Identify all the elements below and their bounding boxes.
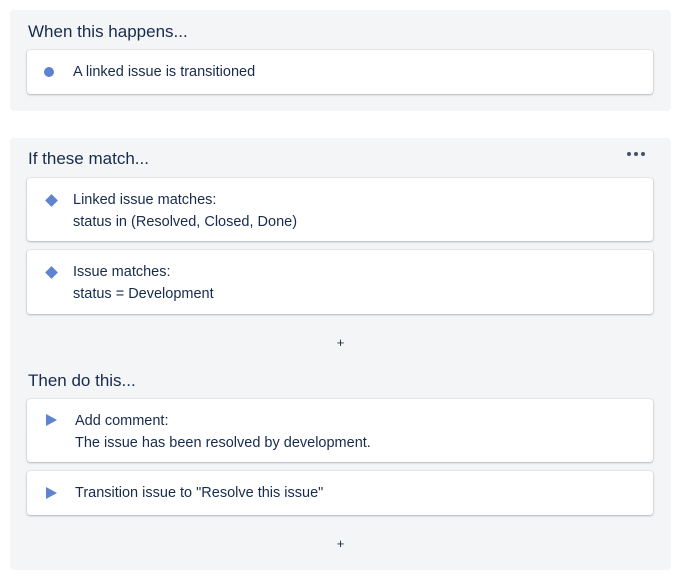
condition-card-issue[interactable]: Issue matches: status = Development <box>27 250 653 314</box>
rule-body-panel: If these match... Linked issue matches: … <box>10 138 671 570</box>
conditions-section-title: If these match... <box>28 149 149 168</box>
add-action-button[interactable]: + <box>336 536 345 551</box>
more-dot <box>641 152 645 156</box>
play-icon <box>46 414 57 426</box>
diamond-icon <box>45 194 58 207</box>
add-condition-button[interactable]: + <box>336 335 345 350</box>
dot-icon <box>44 67 54 77</box>
actions-section-title: Then do this... <box>28 371 136 390</box>
diamond-icon <box>45 266 58 279</box>
action-title: Transition issue to "Resolve this issue" <box>75 485 324 501</box>
trigger-section-title: When this happens... <box>28 22 188 41</box>
more-dot <box>634 152 638 156</box>
condition-card-linked-issue[interactable]: Linked issue matches: status in (Resolve… <box>27 178 653 241</box>
more-horizontal-icon <box>627 152 631 156</box>
condition-detail: status = Development <box>73 286 214 302</box>
action-detail: The issue has been resolved by developme… <box>75 435 371 451</box>
action-card-transition[interactable]: Transition issue to "Resolve this issue" <box>27 471 653 515</box>
trigger-card[interactable]: A linked issue is transitioned <box>27 50 653 94</box>
condition-title: Issue matches: <box>73 264 171 280</box>
action-title: Add comment: <box>75 413 169 429</box>
more-options-button[interactable] <box>627 152 645 156</box>
action-card-add-comment[interactable]: Add comment: The issue has been resolved… <box>27 399 653 462</box>
play-icon <box>46 487 57 499</box>
trigger-panel: When this happens... A linked issue is t… <box>10 10 671 111</box>
condition-detail: status in (Resolved, Closed, Done) <box>73 214 298 230</box>
trigger-label: A linked issue is transitioned <box>73 64 256 80</box>
condition-title: Linked issue matches: <box>73 192 217 208</box>
